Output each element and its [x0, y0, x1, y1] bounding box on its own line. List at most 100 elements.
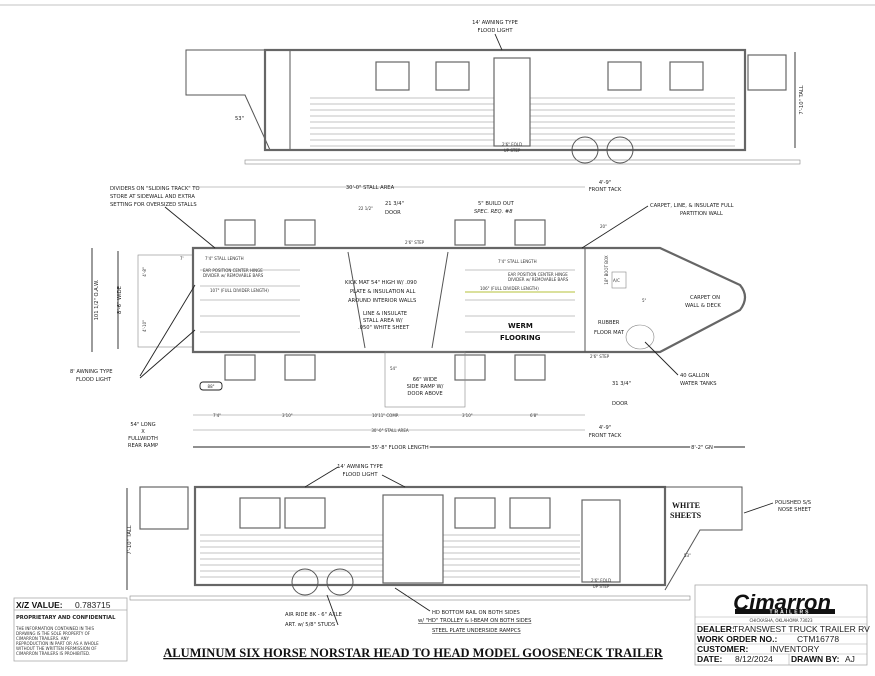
- title-block: Cimarron TRAILERS CHICKASHA, OKLAHOMA 73…: [694, 584, 870, 666]
- divider-length-right: 106" (FULL DIVIDER LENGTH): [480, 286, 539, 291]
- carpet-gn-label: CARPET ON: [690, 295, 720, 301]
- awning-light-side: FLOOD LIGHT: [76, 377, 112, 383]
- werm-flooring-label: FLOORING: [500, 334, 541, 342]
- dim-label: 3'10": [462, 413, 473, 418]
- height-label: 7'-10" TALL: [799, 85, 805, 114]
- divider-note: EAR POSITION CENTER HINGE: [203, 268, 263, 273]
- dim-label: 54": [390, 366, 397, 371]
- step-label: UP STEP: [504, 148, 521, 153]
- wheel: [606, 136, 634, 164]
- window: [514, 219, 546, 246]
- height-label: 7'-10" TALL: [127, 525, 133, 554]
- bottom-side-view: 14' AWNING TYPE FLOOD LIGHT 7'-10" TALL …: [126, 464, 812, 634]
- water-tanks-label: WATER TANKS: [680, 381, 717, 387]
- drawn-by-value: AJ: [845, 654, 855, 664]
- front-tack-bottom: 4'-9": [599, 425, 611, 431]
- date-label: DATE:: [697, 654, 723, 664]
- trailer-body-bottom: [193, 485, 667, 587]
- window: [514, 354, 546, 381]
- dim-88: 88": [208, 384, 215, 389]
- water-tank: [625, 324, 655, 350]
- gooseneck-bottom: [640, 486, 743, 591]
- stall-area-top: 30'-0" STALL AREA: [346, 185, 395, 191]
- drawn-by-label: DRAWN BY:: [791, 654, 840, 664]
- window: [284, 354, 316, 381]
- dressing-room-door: [581, 499, 621, 583]
- gn-length: 8'-2" GN: [691, 445, 713, 451]
- rear-ramp-label: FULLWIDTH: [128, 436, 158, 442]
- window: [375, 61, 410, 91]
- build-out-label: SPEC. REQ. #8: [474, 209, 513, 215]
- rail-note: STEEL PLATE UNDERSIDE RAMPCS: [432, 628, 521, 634]
- drawing-title: ALUMINUM SIX HORSE NORSTAR HEAD TO HEAD …: [163, 646, 663, 660]
- kick-mat-note: AROUND INTERIOR WALLS: [348, 298, 416, 304]
- dim-label: 22 1/2": [358, 206, 373, 211]
- trailer-body-top: [263, 48, 747, 152]
- step-label: 2'6" FOLD: [591, 578, 611, 583]
- proprietary-heading: PROPRIETARY AND CONFIDENTIAL: [16, 615, 116, 621]
- carpet-gn-label: WALL & DECK: [685, 303, 721, 309]
- axle-label: ART. w/ 5/8" STUDS: [285, 622, 335, 628]
- line-insulate-note: LINE & INSULATE: [363, 311, 407, 317]
- xz-label: X/Z VALUE:: [16, 600, 63, 610]
- carpet-note: PARTITION WALL: [680, 211, 723, 217]
- rear-ramp-label: REAR RAMP: [128, 443, 158, 449]
- side-ramp-label: SIDE RAMP W/: [407, 384, 444, 390]
- proprietary-text: CIMARRON TRAILERS. ANY: [16, 636, 69, 641]
- ground-line: [244, 159, 801, 165]
- window: [284, 497, 326, 529]
- dividers-note: STORE AT SIDEWALL AND EXTRA: [110, 194, 195, 200]
- window: [239, 497, 281, 529]
- window: [454, 219, 486, 246]
- rubber-mat-label: RUBBER: [598, 320, 620, 326]
- top-side-view: 14' AWNING TYPE FLOOD LIGHT 7'-10" TALL …: [185, 20, 805, 165]
- step-label: 2'6" FOLD: [502, 142, 522, 147]
- rubber-mat-label: FLOOR MAT: [594, 330, 625, 336]
- wheel: [571, 136, 599, 164]
- divider-note: DIVIDER w/ REMOVABLE BARS: [203, 273, 264, 278]
- dim-label: 3'10": [282, 413, 293, 418]
- awning-light-label: 14' AWNING TYPE: [472, 20, 518, 26]
- ground-line: [129, 595, 691, 601]
- side-door: [382, 494, 444, 584]
- proprietary-text: DRAWING IS THE SOLE PROPERTY OF: [16, 631, 91, 636]
- proprietary-text: REPRODUCTION IN PART OR AS A WHOLE: [16, 641, 99, 646]
- xz-value: 0.783715: [75, 600, 111, 610]
- line-insulate-note: STALL AREA W/: [363, 318, 403, 324]
- awning-light-label: 14' AWNING TYPE: [337, 464, 383, 470]
- escape-door: [493, 57, 531, 147]
- neck-height-label: 53": [235, 116, 244, 122]
- dim-label: 7': [180, 256, 184, 261]
- window: [435, 61, 470, 91]
- dividers-note: DIVIDERS ON "SLIDING TRACK" TO: [110, 186, 200, 192]
- ac-unit: [611, 271, 627, 289]
- divider-lines: [200, 269, 575, 333]
- side-ramp-label: 66" WIDE: [413, 377, 438, 383]
- proprietary-text: WITHOUT THE WRITTEN PERMISSION OF: [16, 646, 97, 651]
- floor-length: 35'-8" FLOOR LENGTH: [371, 445, 428, 451]
- floor-outline: [191, 246, 747, 354]
- rear-box: [747, 54, 787, 91]
- width-inside: 8'-6" WIDE: [117, 286, 123, 314]
- plan-view: DIVIDERS ON "SLIDING TRACK" TO STORE AT …: [70, 180, 747, 453]
- rear-box: [139, 486, 189, 530]
- divider-note: EAR POSITION CENTER HINGE: [508, 272, 568, 277]
- stall-length-right: 7'4" STALL LENGTH: [498, 259, 537, 264]
- divider-length-left: 107" (FULL DIVIDER LENGTH): [210, 288, 269, 293]
- awning-light-side: 8' AWNING TYPE: [70, 369, 112, 375]
- window: [509, 497, 551, 529]
- window: [454, 497, 496, 529]
- dim-label: 6'8": [530, 413, 538, 418]
- wheel: [326, 568, 354, 596]
- boot-box-label: 18" BOOT BOX: [604, 255, 609, 284]
- rail-note: HD BOTTOM RAIL ON BOTH SIDES: [432, 610, 520, 616]
- dealer-value: TRANSWEST TRUCK TRAILER RV: [733, 624, 870, 634]
- ac-label: A/C: [613, 278, 620, 283]
- white-sheets-label: SHEETS: [670, 511, 702, 520]
- customer-label: CUSTOMER:: [697, 644, 748, 654]
- nose-sheet-label: POLISHED S/S: [775, 500, 811, 506]
- window: [284, 219, 316, 246]
- carpet-note: CARPET, LINE, & INSULATE FULL: [650, 203, 734, 209]
- rear-ramp-label: 54" LONG: [130, 422, 155, 428]
